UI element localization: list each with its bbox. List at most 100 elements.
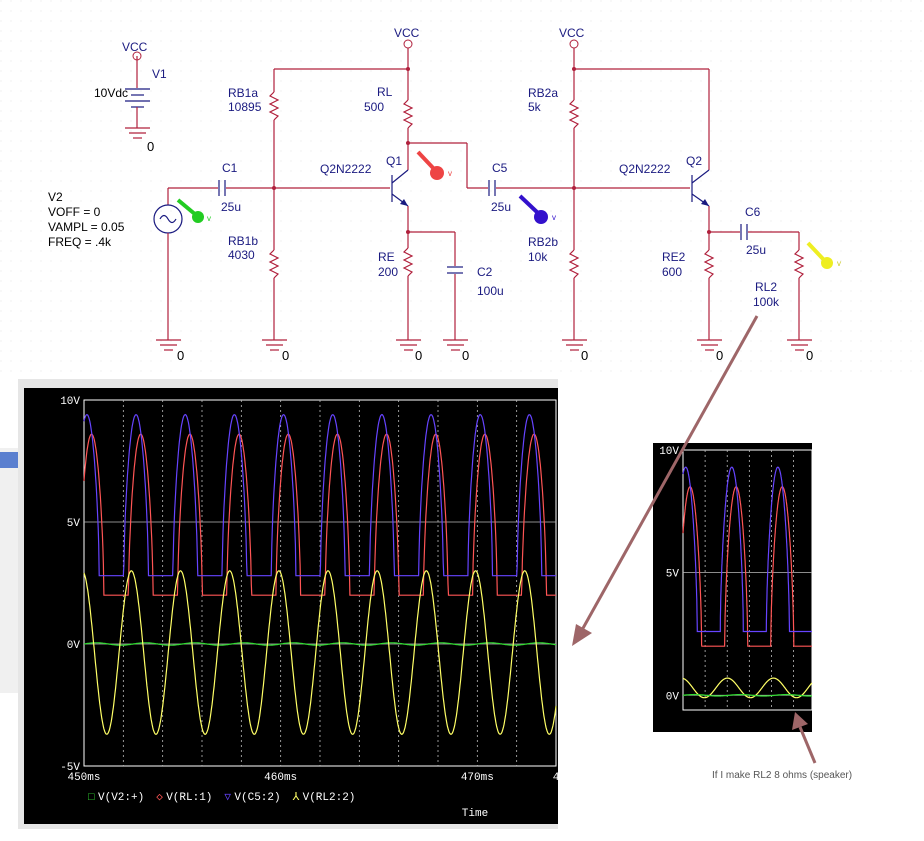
vcc1-label: VCC — [122, 40, 148, 54]
legend-marker: ⅄ — [292, 791, 300, 804]
gnd-label-rl2: 0 — [806, 348, 813, 363]
ground-re — [396, 339, 421, 351]
probe-blue-icon[interactable]: v — [518, 194, 556, 224]
rb1b-resistor[interactable] — [268, 249, 280, 279]
c2-value: 100u — [477, 284, 504, 298]
arrow-head-main — [572, 624, 592, 646]
ground-v2 — [156, 339, 181, 351]
annotation-note: If I make RL2 8 ohms (speaker) — [712, 770, 852, 781]
c5-value: 25u — [491, 200, 511, 214]
y-tick-label: 10V — [60, 396, 80, 408]
re2-value: 600 — [662, 265, 682, 279]
y-tick-label: 5V — [67, 518, 81, 530]
re-resistor[interactable] — [402, 247, 414, 277]
legend-marker: □ — [88, 792, 95, 804]
rl-resistor[interactable] — [402, 99, 414, 129]
re-name: RE — [378, 250, 395, 264]
legend-marker: ▽ — [224, 792, 231, 804]
legend-marker: ◇ — [156, 792, 163, 804]
probe-yellow-icon[interactable]: v — [806, 241, 841, 269]
x-tick-label: 470ms — [461, 772, 494, 784]
series-line — [682, 486, 812, 647]
rl2-resistor[interactable] — [793, 249, 805, 279]
series-line — [83, 642, 557, 646]
rb2a-value: 5k — [528, 100, 542, 114]
rb1a-name: RB1a — [228, 86, 258, 100]
q2-transistor[interactable] — [691, 169, 710, 207]
v1-name: V1 — [152, 67, 167, 81]
rb2b-resistor[interactable] — [568, 249, 580, 279]
rb2a-resistor[interactable] — [568, 99, 580, 129]
x-tick-label: 460ms — [264, 772, 297, 784]
q1-transistor[interactable] — [391, 169, 409, 207]
re-value: 200 — [378, 265, 398, 279]
series-line — [83, 570, 557, 735]
y-tick-label: -5V — [60, 762, 80, 774]
sine-icon — [159, 214, 177, 224]
series-line — [682, 693, 812, 697]
x-tick-label: 450ms — [67, 772, 100, 784]
gnd-label-rb1b: 0 — [282, 348, 289, 363]
rb1b-name: RB1b — [228, 234, 258, 248]
arrow-to-inset — [798, 726, 817, 764]
legend-entry: V(RL:1) — [166, 792, 212, 804]
rl-name: RL — [377, 85, 393, 99]
legend-entry: V(RL2:2) — [303, 792, 356, 804]
probe-red-icon[interactable]: v — [416, 150, 452, 180]
q2-name: Q2 — [686, 154, 702, 168]
gnd-label-re: 0 — [415, 348, 422, 363]
legend-entry: V(V2:+) — [98, 792, 144, 804]
gnd-label-c2: 0 — [462, 348, 469, 363]
rl-value: 500 — [364, 100, 384, 114]
rb2b-value: 10k — [528, 250, 548, 264]
x-tick-label: 4 — [553, 772, 560, 784]
v1-value: 10Vdc — [94, 86, 128, 100]
rb1a-value: 10895 — [228, 100, 262, 114]
ground-re2 — [697, 339, 722, 351]
inset-scope-window — [653, 443, 812, 732]
series-line — [83, 413, 556, 577]
q1-name: Q1 — [386, 154, 402, 168]
y-tick-label: 0V — [67, 640, 81, 652]
series-line — [682, 466, 812, 633]
v2-name: V2 — [48, 190, 63, 204]
re2-resistor[interactable] — [703, 249, 715, 279]
x-axis-label: Time — [462, 808, 488, 820]
vcc3-label: VCC — [559, 26, 585, 40]
v2-voff: VOFF = 0 — [48, 205, 101, 219]
rl2-name: RL2 — [755, 280, 777, 294]
gnd-label-v2: 0 — [177, 348, 184, 363]
rb1a-resistor[interactable] — [268, 91, 280, 121]
ground-c2 — [443, 339, 468, 351]
rb2a-name: RB2a — [528, 86, 558, 100]
y-tick-label: 5V — [666, 569, 680, 581]
y-tick-label: 10V — [659, 446, 679, 458]
background-window-titlebar — [0, 452, 22, 468]
c1-value: 25u — [221, 200, 241, 214]
arrow-head-inset — [792, 712, 808, 730]
inset-plot: 10V 5V 0V — [659, 446, 813, 711]
c5-name: C5 — [492, 161, 508, 175]
probe-red-label: v — [448, 169, 452, 178]
v2-freq: FREQ = .4k — [48, 235, 112, 249]
c6-value: 25u — [746, 243, 766, 257]
y-tick-label: 0V — [666, 691, 680, 703]
plot-axes-box — [682, 449, 813, 711]
re2-name: RE2 — [662, 250, 686, 264]
gnd-label-rb2b: 0 — [581, 348, 588, 363]
c2-name: C2 — [477, 265, 493, 279]
v1-source[interactable] — [125, 51, 150, 139]
rl2-value: 100k — [753, 295, 780, 309]
rb1b-value: 4030 — [228, 248, 255, 262]
legend-entry: V(C5:2) — [234, 792, 280, 804]
gnd-label-re2: 0 — [716, 348, 723, 363]
probe-blue-label: v — [552, 213, 556, 222]
schematic-grid — [0, 0, 924, 380]
v2-vampl: VAMPL = 0.05 — [48, 220, 125, 234]
probe-green-icon[interactable]: v — [176, 198, 211, 223]
ground-rb1b — [262, 339, 287, 351]
series-line — [83, 433, 556, 596]
